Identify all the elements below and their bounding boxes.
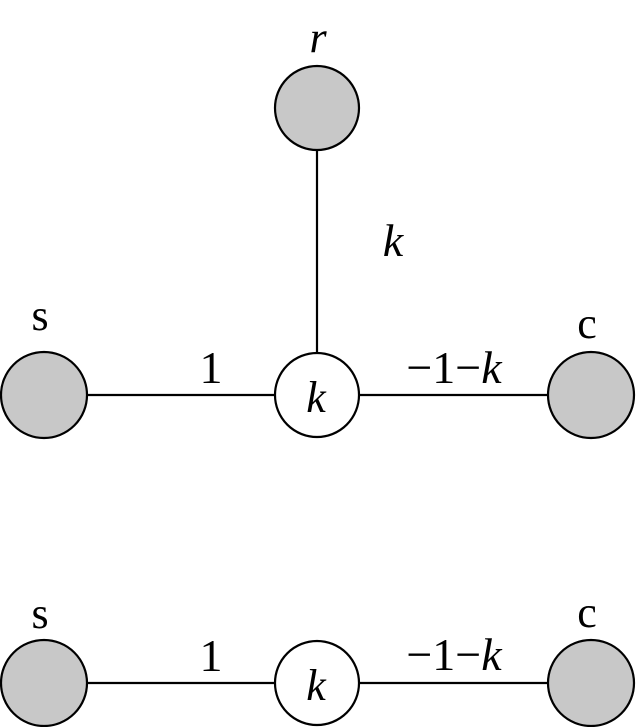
node-c	[546, 638, 636, 727]
node-s-label: s	[31, 589, 48, 638]
node-s	[0, 638, 89, 727]
node-center-label: k	[306, 373, 327, 422]
node-s	[0, 350, 89, 440]
node-r	[273, 64, 361, 152]
node-c	[546, 350, 636, 440]
node-s-label: s	[31, 291, 48, 340]
node-c-label: c	[577, 588, 597, 637]
edge-s-center-label: 1	[200, 342, 223, 393]
diagram-2: s c k 1 −1−k	[0, 588, 636, 727]
edge-r-center-label: k	[383, 215, 405, 266]
node-center	[273, 351, 361, 439]
edge-s-center-label: 1	[200, 630, 223, 681]
diagram-1: r s c k k 1 −1−k	[0, 13, 636, 440]
node-c-label: c	[577, 299, 597, 348]
node-center-label: k	[306, 661, 327, 710]
edge-center-c-label: −1−k	[406, 342, 503, 393]
node-center	[273, 639, 361, 727]
edge-center-c-label: −1−k	[406, 629, 503, 680]
node-r-label: r	[309, 13, 327, 62]
